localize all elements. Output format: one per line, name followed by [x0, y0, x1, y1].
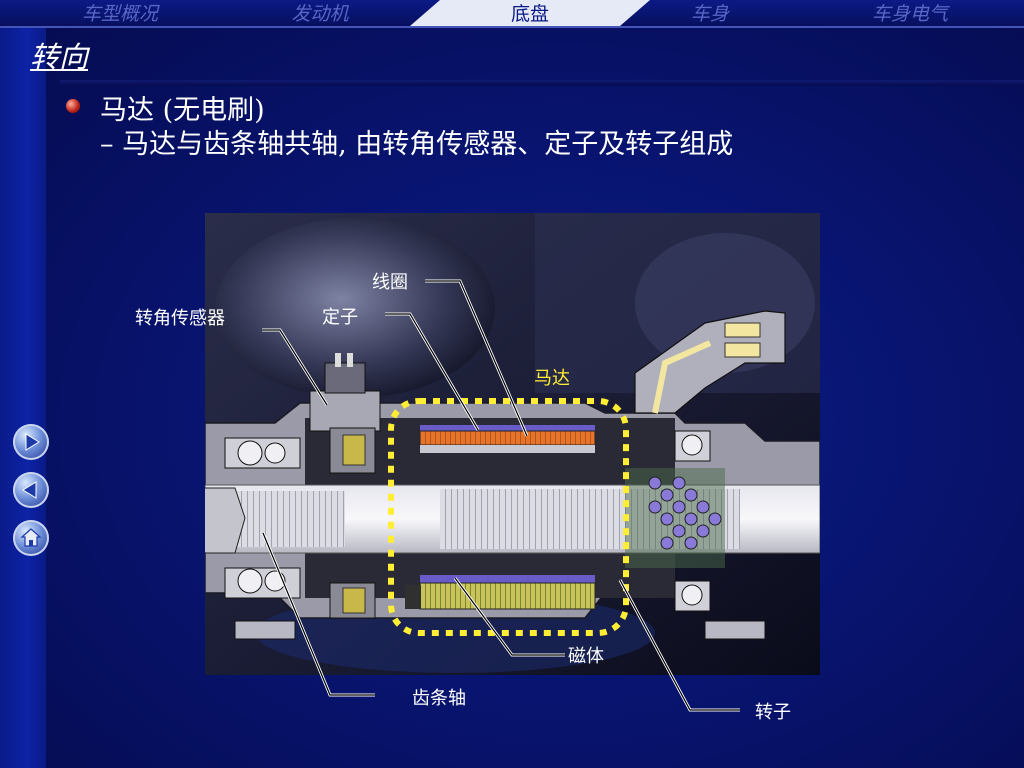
tab-body-electrical[interactable]: 车身电气 [871, 3, 948, 25]
ball-nut [625, 468, 725, 568]
tab-engine[interactable]: 发动机 [291, 3, 349, 25]
rack-shaft-label: 齿条轴 [412, 688, 466, 709]
bullet-heading: 马达 (无电刷) [100, 95, 265, 126]
bullet-icon [66, 99, 80, 113]
coil-label: 线圈 [372, 272, 408, 293]
top-nav-bar: 车型概况 发动机 底盘 车身 车身电气 [0, 0, 1024, 26]
motor-label: 马达 [534, 368, 570, 389]
arrow-left-icon [22, 481, 37, 499]
active-tab-background [410, 0, 650, 26]
next-button[interactable] [13, 424, 49, 460]
home-button[interactable] [13, 520, 49, 556]
tab-vehicle-overview[interactable]: 车型概况 [81, 3, 158, 25]
magnet-label: 磁体 [568, 646, 604, 667]
title-divider [60, 80, 1024, 86]
motor-cross-section-diagram [205, 213, 820, 675]
motor-highlight-outline [388, 398, 629, 636]
rotor-label: 转子 [755, 702, 791, 723]
tab-body[interactable]: 车身 [690, 3, 729, 25]
nav-divider [0, 26, 1024, 28]
page-title: 转向 [30, 40, 89, 74]
tab-chassis[interactable]: 底盘 [510, 3, 549, 25]
prev-button[interactable] [13, 472, 49, 508]
home-icon [20, 528, 42, 547]
bullet-description: – 马达与齿条轴共轴, 由转角传感器、定子及转子组成 [100, 129, 734, 160]
arrow-right-icon [25, 433, 40, 451]
angle-sensor-label: 转角传感器 [135, 308, 225, 329]
stator-label: 定子 [322, 307, 358, 328]
left-strip [0, 28, 46, 768]
